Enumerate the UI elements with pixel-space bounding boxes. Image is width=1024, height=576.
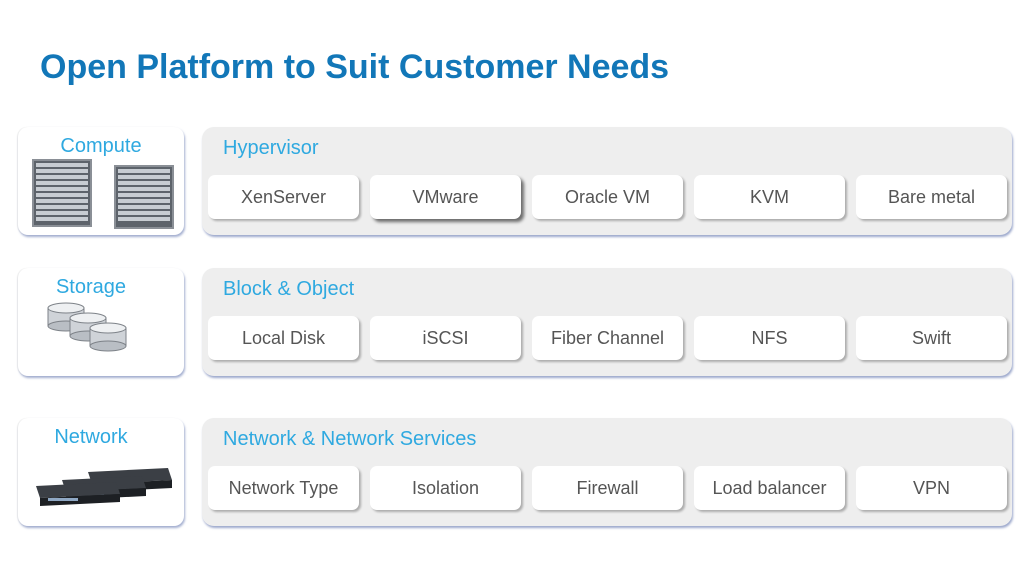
option-iscsi[interactable]: iSCSI [370,316,521,360]
option-isolation[interactable]: Isolation [370,466,521,510]
disk-stack-icon [47,302,127,352]
network-services-group-title: Network & Network Services [223,428,477,450]
storage-card: Storage [18,268,184,376]
network-items: Network Type Isolation Firewall Load bal… [208,466,1010,510]
network-services-group: Network & Network Services Network Type … [202,418,1012,526]
hypervisor-group-title: Hypervisor [223,137,319,159]
option-network-type[interactable]: Network Type [208,466,359,510]
page-title: Open Platform to Suit Customer Needs [40,48,670,86]
hypervisor-items: XenServer VMware Oracle VM KVM Bare meta… [208,175,1010,219]
option-xenserver[interactable]: XenServer [208,175,359,219]
hypervisor-group: Hypervisor XenServer VMware Oracle VM KV… [202,127,1012,235]
option-local-disk[interactable]: Local Disk [208,316,359,360]
network-label: Network [54,426,128,448]
option-firewall[interactable]: Firewall [532,466,683,510]
storage-label: Storage [55,276,127,298]
network-appliance-icon [36,468,172,506]
network-card: Network [18,418,184,526]
option-oracle-vm[interactable]: Oracle VM [532,175,683,219]
compute-label: Compute [60,135,142,157]
block-object-group-title: Block & Object [223,278,355,300]
option-vmware[interactable]: VMware [370,175,521,219]
compute-card: Compute [18,127,184,235]
option-nfs[interactable]: NFS [694,316,845,360]
option-bare-metal[interactable]: Bare metal [856,175,1007,219]
option-kvm[interactable]: KVM [694,175,845,219]
option-load-balancer[interactable]: Load balancer [694,466,845,510]
block-object-group: Block & Object Local Disk iSCSI Fiber Ch… [202,268,1012,376]
server-rack-icon [32,159,174,229]
option-swift[interactable]: Swift [856,316,1007,360]
option-fiber-channel[interactable]: Fiber Channel [532,316,683,360]
storage-items: Local Disk iSCSI Fiber Channel NFS Swift [208,316,1010,360]
option-vpn[interactable]: VPN [856,466,1007,510]
